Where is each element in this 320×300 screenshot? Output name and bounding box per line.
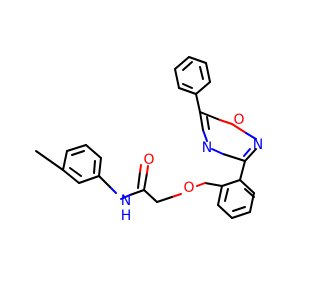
bond-top-phenyl-2 <box>188 56 207 64</box>
bond-p-tolyl-6 <box>98 157 102 177</box>
bond-oxadiazole-c5-o1 <box>199 111 221 121</box>
bond-lower-phenyl-inner-1 <box>244 188 255 198</box>
oxadiazole-ring <box>199 111 257 162</box>
bond-p-tolyl-inner-2 <box>71 150 85 156</box>
bond-top-phenyl-inner-3 <box>182 83 193 89</box>
bond-top-phenyl-3 <box>205 62 211 83</box>
bond-oxadiazole-n4-c5 <box>199 111 204 131</box>
bond-lower-phenyl-3 <box>231 211 251 219</box>
bond-oxadiazole-c3-n4-nitrogen-half <box>211 148 224 155</box>
carbonyl-oxygen-label: O <box>143 152 154 168</box>
bond-p-tolyl-5 <box>85 144 102 159</box>
amide-nitrogen-label: N <box>121 193 131 209</box>
molecule-diagram: O N N O O N H <box>35 56 264 224</box>
bond-oxadiazole-o1-n2-oxygen-half <box>231 123 247 134</box>
bond-oxadiazole-n2-c3 <box>244 148 257 162</box>
bond-aryl-to-ether-oxygen <box>204 182 223 187</box>
bond-ch2-to-carbonyl <box>143 189 158 203</box>
oxadiazole-oxygen-label: O <box>233 112 244 128</box>
bond-carbonyl-lower-oxygen-half <box>139 164 142 173</box>
bond-top-phenyl-4 <box>195 81 211 95</box>
bond-phenyl-to-oxadiazole <box>195 93 201 113</box>
bond-carbonyl-to-nitrogen <box>129 189 145 196</box>
bond-carbonyl-to-nitrogen-nitrogen-half <box>120 194 131 200</box>
bond-carbonyl-upper <box>143 172 148 191</box>
bond-lower-phenyl-6 <box>221 179 241 187</box>
bond-oxadiazole-c3-n4 <box>222 153 246 162</box>
bond-top-phenyl-6 <box>174 68 180 89</box>
bond-p-tolyl-inner-3 <box>93 160 96 174</box>
bond-carbonyl-upper-oxygen-half <box>146 165 149 174</box>
bond-p-tolyl-to-methyl <box>35 150 64 171</box>
bond-lower-phenyl-inner-3 <box>224 188 229 202</box>
bond-oxadiazole-o1-n2-nitrogen-half <box>245 132 257 140</box>
oxadiazole-nitrogen-top-label: N <box>253 137 263 153</box>
bond-p-tolyl-inner-1 <box>69 167 82 177</box>
bond-p-tolyl-1 <box>78 175 100 184</box>
bond-top-phenyl-inner-2 <box>199 66 204 80</box>
bond-lower-phenyl-inner-2 <box>232 206 246 212</box>
bond-oxadiazole-n2-c3-inner <box>243 148 251 157</box>
bond-oxadiazole-n4-c5-nitrogen-half <box>202 129 208 142</box>
bond-nitrogen-to-aryl-nitrogen-half <box>109 186 117 194</box>
bond-lower-phenyl-1 <box>239 179 255 194</box>
bond-oxadiazole-o1-right-half <box>219 119 233 125</box>
bond-top-phenyl-inner-1 <box>182 61 193 71</box>
top-phenyl-ring <box>174 56 211 95</box>
bond-carbonyl-lower <box>137 171 141 189</box>
bond-oxadiazole-to-aryl <box>239 160 246 181</box>
bond-oxadiazole-c5-inner <box>206 116 210 130</box>
p-tolyl-ring <box>62 144 102 184</box>
ether-oxygen-label: O <box>183 180 194 196</box>
bond-ether-oxygen-to-ch2 <box>156 196 173 203</box>
bond-p-tolyl-3 <box>62 150 68 171</box>
bond-lower-phenyl-5 <box>217 185 223 206</box>
bond-lower-phenyl-4 <box>217 204 233 219</box>
bond-top-phenyl-1 <box>174 56 190 70</box>
amide-hydrogen-label: H <box>121 208 132 224</box>
bond-p-tolyl-4 <box>66 144 87 152</box>
bond-top-phenyl-5 <box>178 87 197 95</box>
bond-ether-oxygen-to-ch2-oxygen-half <box>171 193 182 198</box>
bond-nitrogen-to-aryl <box>98 175 111 188</box>
oxadiazole-nitrogen-left-label: N <box>202 140 212 156</box>
lower-phenyl-ring <box>217 179 255 219</box>
bond-aryl-to-ether-oxygen-oxygen-half <box>196 182 206 187</box>
bond-p-tolyl-2 <box>62 169 80 184</box>
